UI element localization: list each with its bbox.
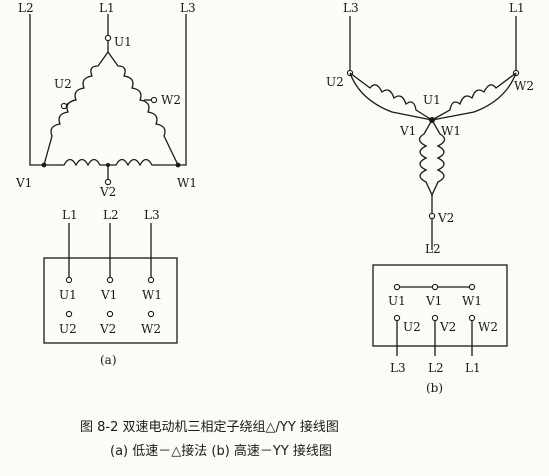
- label-u1-a: U1: [114, 35, 132, 49]
- box-terminal-u1-b: [393, 283, 401, 291]
- winding-bottom-b: [418, 119, 433, 196]
- figure-caption-title: 图 8-2 双速电动机三相定子绕组△/YY 接线图: [80, 419, 339, 435]
- diagram-a: L2 L1 L3 U1 U2 W2 V1 V2 W1 L1 L2 L3: [15, 1, 197, 367]
- winding-right-a: [107, 51, 179, 166]
- winding-right-b: [431, 72, 517, 121]
- sublabel-b: (b): [426, 381, 443, 395]
- label-u2-a: U2: [54, 77, 72, 91]
- terminal-box-b: [372, 264, 508, 347]
- box-output-l1-b: L1: [465, 361, 481, 375]
- label-w2-b: W2: [514, 79, 534, 93]
- label-l1-b: L1: [509, 1, 525, 15]
- box-terminal-w1-b: [468, 283, 476, 291]
- line-l2-wire: [29, 14, 44, 166]
- label-u2-b: U2: [326, 75, 344, 89]
- label-l3-b: L3: [343, 1, 359, 15]
- box-label-v1-a: V1: [100, 288, 117, 302]
- label-v1-a: V1: [15, 176, 32, 190]
- box-label-u2-a: U2: [59, 322, 77, 336]
- box-input-l2-a: L2: [103, 208, 119, 222]
- box-label-w1-b: W1: [462, 294, 482, 308]
- box-input-l3-a: L3: [144, 208, 160, 222]
- winding-bottom-a: [44, 158, 178, 167]
- box-terminal-w2-a: [147, 310, 155, 318]
- box-terminal-u2-a: [65, 310, 73, 318]
- node-w1-a: [175, 162, 181, 168]
- box-terminal-u1-a: [65, 276, 73, 284]
- winding-left-a: [43, 51, 109, 166]
- box-label-w1-a: W1: [142, 288, 162, 302]
- box-output-l3-b: L3: [390, 361, 406, 375]
- box-output-l2-b: L2: [428, 361, 444, 375]
- diagram-b: L3 L1 U2 W2 U1 V1 W1 V2 L2 U1 V1 W1: [326, 1, 534, 395]
- box-terminal-v2-a: [106, 310, 114, 318]
- label-v2-b: V2: [437, 211, 454, 225]
- box-label-v1-b: V1: [425, 294, 442, 308]
- box-terminal-v1-b: [431, 283, 439, 291]
- box-label-u1-b: U1: [388, 294, 406, 308]
- terminal-u1-a: [104, 34, 112, 42]
- winding-left-b-return: [349, 72, 433, 121]
- star-center-b: [429, 117, 435, 123]
- box-label-u2-b: U2: [403, 320, 421, 334]
- label-l2-b: L2: [425, 242, 441, 256]
- winding-right-b-return: [431, 72, 517, 121]
- figure-caption-subtitle: (a) 低速－△接法 (b) 高速－YY 接线图: [110, 443, 332, 459]
- label-u1-b: U1: [423, 93, 441, 107]
- node-v2-a: [106, 163, 110, 167]
- terminal-v2-a: [104, 178, 112, 186]
- box-terminal-w2-b: [468, 314, 476, 322]
- label-l3-a: L3: [180, 1, 196, 15]
- box-label-w2-b: W2: [478, 320, 498, 334]
- box-label-u1-a: U1: [59, 288, 77, 302]
- box-label-v2-b: V2: [439, 320, 456, 334]
- line-l3-wire: [178, 14, 187, 166]
- terminal-v2-b: [428, 212, 436, 220]
- box-terminal-v2-b: [431, 314, 439, 322]
- box-input-l1-a: L1: [62, 208, 78, 222]
- sublabel-a: (a): [100, 353, 117, 367]
- label-l1-a: L1: [99, 1, 115, 15]
- box-label-w2-a: W2: [141, 322, 161, 336]
- label-v2-a: V2: [99, 185, 116, 199]
- terminal-u2-a: [60, 102, 68, 110]
- label-w1-b: W1: [441, 124, 461, 138]
- winding-bottom-b-return: [431, 119, 446, 196]
- terminal-w2-a: [150, 96, 158, 104]
- label-w1-a: W1: [177, 176, 197, 190]
- box-terminal-u2-b: [393, 314, 401, 322]
- box-terminal-v1-a: [106, 276, 114, 284]
- terminal-box-a: [43, 257, 178, 344]
- box-terminal-w1-a: [147, 276, 155, 284]
- node-v1-a: [41, 162, 47, 168]
- winding-left-b: [349, 72, 433, 121]
- label-v1-b: V1: [399, 124, 416, 138]
- label-l2-a: L2: [18, 1, 34, 15]
- box-label-v2-a: V2: [99, 322, 116, 336]
- label-w2-a: W2: [161, 93, 181, 107]
